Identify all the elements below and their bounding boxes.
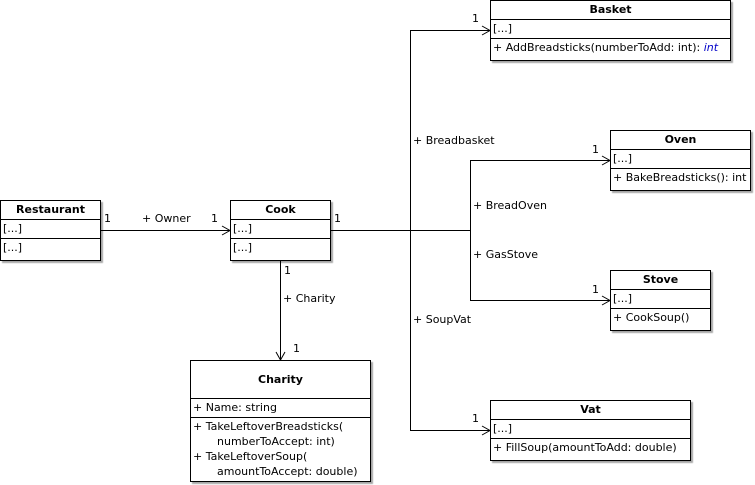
cook-class[interactable]: Cook [...] [...] (230, 200, 331, 261)
restaurant-class-name: Restaurant (1, 201, 100, 220)
charity-op-take-soup-params: amountToAccept: double) (217, 465, 358, 478)
oven-operations: + BakeBreadsticks(): int (611, 168, 750, 187)
charity-class[interactable]: Charity + Name: string + TakeLeftoverBre… (190, 360, 371, 482)
charity-operations: + TakeLeftoverBreadsticks( numberToAccep… (191, 417, 370, 481)
stove-operations: + CookSoup() (611, 308, 710, 327)
basket-op-return-type: int (703, 41, 719, 54)
oven-attributes: [...] (613, 152, 633, 165)
vat-class-name: Vat (491, 401, 690, 420)
charity-target-multiplicity: 1 (293, 342, 300, 355)
gasstove-role-label: + GasStove (473, 248, 539, 261)
restaurant-class[interactable]: Restaurant [...] [...] (0, 200, 101, 261)
restaurant-attributes: [...] (3, 222, 23, 235)
breadbasket-association-line (410, 30, 490, 231)
stove-class[interactable]: Stove [...] + CookSoup() (610, 270, 711, 331)
basket-class[interactable]: Basket [...] + AddBreadsticks(numberToAd… (490, 0, 731, 61)
restaurant-operations: [...] (1, 238, 100, 257)
oven-class[interactable]: Oven [...] + BakeBreadsticks(): int (610, 130, 751, 191)
vat-attributes: [...] (493, 422, 513, 435)
charity-op-take-soup: + TakeLeftoverSoup( (193, 450, 308, 463)
breadbasket-target-multiplicity: 1 (472, 12, 479, 25)
breadbasket-role-label: + Breadbasket (413, 134, 495, 147)
breadoven-association-line (470, 160, 610, 231)
charity-op-take-breadsticks: + TakeLeftoverBreadsticks( (193, 420, 344, 433)
gasstove-association-line (470, 230, 610, 301)
soupvat-role-label: + SoupVat (413, 313, 472, 326)
basket-attributes: [...] (493, 22, 513, 35)
oven-class-name: Oven (611, 131, 750, 150)
breadoven-role-label: + BreadOven (473, 199, 547, 212)
cook-attributes: [...] (233, 222, 253, 235)
breadoven-target-multiplicity: 1 (592, 143, 599, 156)
owner-target-multiplicity: 1 (211, 212, 218, 225)
vat-operations: + FillSoup(amountToAdd: double) (491, 438, 690, 457)
stove-attributes: [...] (613, 292, 633, 305)
owner-source-multiplicity: 1 (104, 212, 111, 225)
basket-class-name: Basket (491, 1, 730, 20)
cook-source-multiplicity: 1 (334, 212, 341, 225)
charity-source-multiplicity: 1 (284, 264, 291, 277)
cook-operations: [...] (231, 238, 330, 257)
charity-attributes: + Name: string (193, 401, 277, 414)
stove-class-name: Stove (611, 271, 710, 290)
charity-class-name: Charity (191, 361, 370, 399)
basket-operations: + AddBreadsticks(numberToAdd: int): int (491, 38, 730, 57)
charity-op-take-breadsticks-params: numberToAccept: int) (217, 435, 335, 448)
owner-role-label: + Owner (142, 212, 191, 225)
vat-class[interactable]: Vat [...] + FillSoup(amountToAdd: double… (490, 400, 691, 461)
charity-role-label: + Charity (283, 292, 336, 305)
soupvat-target-multiplicity: 1 (472, 412, 479, 425)
cook-class-name: Cook (231, 201, 330, 220)
soupvat-association-line (410, 230, 490, 431)
gasstove-target-multiplicity: 1 (592, 283, 599, 296)
basket-op-add-breadsticks: + AddBreadsticks(numberToAdd: int): (493, 41, 704, 54)
